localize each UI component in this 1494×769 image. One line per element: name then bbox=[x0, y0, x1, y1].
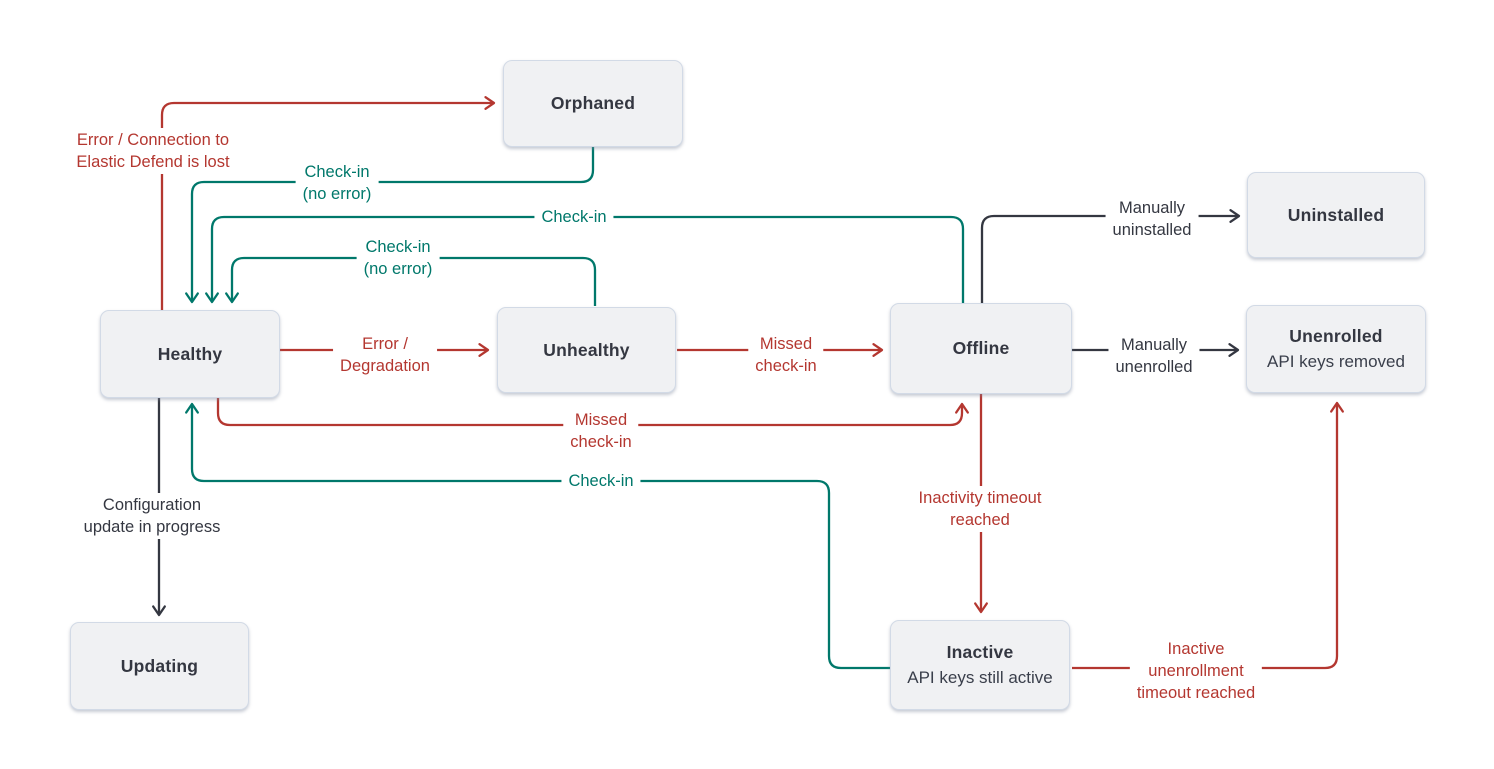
edge-label-line: Manually bbox=[1120, 336, 1188, 354]
state-node-title: Uninstalled bbox=[1287, 204, 1385, 225]
state-node-uninstalled: Uninstalled bbox=[1247, 172, 1425, 258]
edge-label-line: Inactivity timeout bbox=[918, 489, 1042, 507]
edge-label-line: Degradation bbox=[340, 357, 430, 375]
state-node-healthy: Healthy bbox=[100, 310, 280, 398]
edge-label-checkin-offline: Check-in bbox=[534, 205, 614, 229]
edge-label-checkin-no-error-unhealthy: Check-in (no error) bbox=[356, 235, 440, 281]
edge-label-line: unenrolled bbox=[1115, 358, 1193, 376]
edge-label-line: (no error) bbox=[363, 260, 433, 278]
state-node-title: Healthy bbox=[157, 343, 223, 364]
edge-label-checkin-no-error-orphaned: Check-in (no error) bbox=[295, 160, 379, 206]
state-node-title: Inactive bbox=[946, 642, 1014, 662]
edge-label-checkin-inactive: Check-in bbox=[561, 469, 641, 493]
edge-label-missed-checkin-top: Missed check-in bbox=[748, 332, 824, 378]
edge-offline-to-uninstalled bbox=[980, 209, 1241, 303]
state-node-title: Orphaned bbox=[550, 93, 636, 113]
state-node-unhealthy: Unhealthy bbox=[497, 307, 676, 393]
edge-label-line: Missed bbox=[574, 411, 628, 429]
edge-label-line: Check-in bbox=[304, 163, 370, 181]
edge-label-configuration-update: Configuration update in progress bbox=[76, 493, 228, 539]
edge-offline-to-healthy bbox=[205, 215, 965, 304]
edge-label-line: (no error) bbox=[302, 185, 372, 203]
edge-label-manually-uninstalled: Manually uninstalled bbox=[1105, 196, 1199, 242]
state-node-subtitle: API keys removed bbox=[1267, 352, 1405, 371]
edge-label-line: Inactive bbox=[1167, 640, 1225, 658]
state-node-subtitle: API keys still active bbox=[907, 668, 1053, 687]
edge-label-error-degradation: Error / Degradation bbox=[333, 332, 437, 378]
state-node-orphaned: Orphaned bbox=[503, 60, 683, 147]
edge-orphaned-to-healthy bbox=[185, 147, 595, 304]
edge-inactive-to-healthy bbox=[185, 402, 890, 670]
edge-label-line: unenrollment bbox=[1148, 662, 1244, 680]
edge-label-line: Missed bbox=[759, 335, 813, 353]
edge-label-inactive-unenrollment: Inactive unenrollment timeout reached bbox=[1129, 637, 1263, 705]
edge-label-line: Configuration bbox=[102, 496, 202, 514]
edge-label-line: Error / Connection to bbox=[76, 131, 230, 149]
edge-label-missed-checkin-bottom: Missed check-in bbox=[563, 408, 639, 454]
edge-label-line: Check-in bbox=[568, 472, 634, 490]
edge-label-line: Check-in bbox=[541, 208, 607, 226]
edge-healthy-to-orphaned bbox=[160, 96, 496, 310]
state-node-title: Updating bbox=[120, 655, 199, 676]
edge-label-line: timeout reached bbox=[1136, 684, 1256, 702]
edge-label-error-connection-lost: Error / Connection to Elastic Defend is l… bbox=[69, 128, 237, 174]
edge-label-line: check-in bbox=[570, 433, 632, 451]
edge-label-manually-unenrolled: Manually unenrolled bbox=[1108, 333, 1200, 379]
edge-label-line: Manually bbox=[1118, 199, 1186, 217]
edge-label-line: check-in bbox=[755, 357, 817, 375]
edge-label-inactivity-timeout: Inactivity timeout reached bbox=[911, 486, 1049, 532]
state-node-title: Unhealthy bbox=[543, 339, 630, 360]
edge-label-line: reached bbox=[950, 511, 1010, 529]
edge-label-line: update in progress bbox=[83, 518, 221, 536]
state-node-updating: Updating bbox=[70, 622, 249, 710]
edge-inactive-to-unenrolled bbox=[1072, 401, 1344, 670]
edge-label-line: Elastic Defend is lost bbox=[76, 153, 230, 171]
edge-label-line: uninstalled bbox=[1112, 221, 1192, 239]
state-node-title: Offline bbox=[952, 338, 1010, 358]
state-node-title: Unenrolled bbox=[1289, 326, 1383, 346]
state-node-offline: Offline bbox=[890, 303, 1072, 394]
edge-label-line: Check-in bbox=[365, 238, 431, 256]
edge-label-line: Error / bbox=[362, 335, 408, 353]
